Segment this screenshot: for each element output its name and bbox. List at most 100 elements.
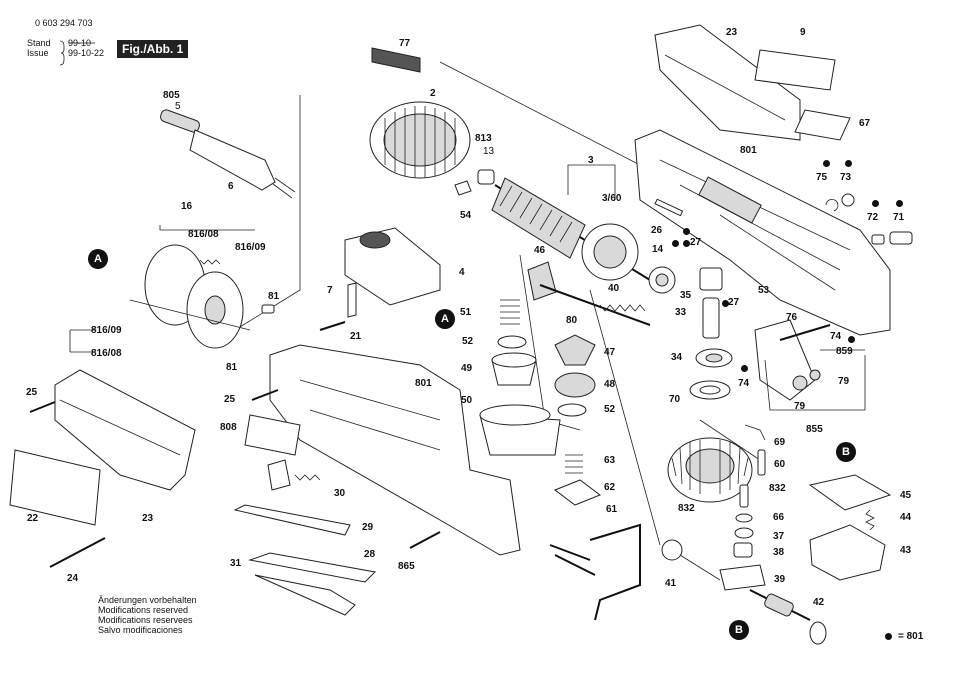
- issue-value: 99-10-22: [68, 48, 105, 58]
- part-24-screw: [49, 537, 106, 568]
- part-29-rail: [233, 504, 351, 536]
- callout-7: 7: [327, 285, 333, 296]
- callout-43: 43: [900, 545, 912, 556]
- part-16-fan-assembly: [69, 225, 255, 353]
- callout-42: 42: [813, 597, 825, 608]
- callout-61: 61: [606, 504, 618, 515]
- part-43-guide: [809, 524, 886, 581]
- callout-3: 3: [588, 155, 594, 166]
- part-47-gear: [554, 334, 596, 366]
- part-67-label: [794, 109, 851, 141]
- part-34-bearing: [695, 348, 733, 368]
- callout-13: 13: [483, 146, 495, 157]
- bracket-3: [567, 164, 616, 200]
- callout-26: 26: [651, 225, 663, 236]
- callout-801-left: 801: [415, 378, 432, 389]
- callout-4: 4: [459, 267, 465, 278]
- callout-50: 50: [461, 395, 473, 406]
- part-50-cup: [479, 404, 561, 456]
- part-81-brush: [261, 304, 275, 314]
- guide-line-1: [234, 95, 301, 331]
- part-80-spring: [599, 304, 646, 312]
- callout-66: 66: [773, 512, 785, 523]
- callout-24: 24: [67, 573, 79, 584]
- callout-23-top: 23: [726, 27, 738, 38]
- callout-21: 21: [350, 331, 362, 342]
- part-61-wire: [549, 523, 641, 621]
- part-77-block: [371, 47, 421, 73]
- callout-54: 54: [460, 210, 472, 221]
- dot-801: [823, 160, 830, 167]
- callout-52-bottom: 52: [604, 404, 616, 415]
- part-66-washer: [735, 513, 753, 523]
- guide-line-2: [439, 61, 641, 166]
- callout-33: 33: [675, 307, 687, 318]
- part-60-pin: [757, 449, 766, 476]
- callout-63: 63: [604, 455, 616, 466]
- callout-75: 75: [816, 172, 828, 183]
- guide-line-4: [589, 289, 661, 546]
- part-46-pinion: [527, 261, 651, 326]
- part-71-screw: [889, 231, 913, 245]
- marker-b-top: B: [836, 442, 856, 462]
- dot-801: [722, 300, 729, 307]
- part-4-switch: [344, 227, 441, 306]
- callout-62: 62: [604, 482, 616, 493]
- part-54-terminal: [454, 180, 472, 196]
- part-14-bearing: [648, 266, 676, 294]
- callout-76: 76: [786, 312, 798, 323]
- dot-801: [845, 160, 852, 167]
- legend-dot-icon: [885, 632, 892, 640]
- note-en: Modifications reserved: [98, 605, 189, 615]
- part-9-label: [754, 49, 836, 91]
- dot-801: [683, 240, 690, 247]
- part-23-cover: [654, 24, 801, 141]
- callout-5: 5: [175, 101, 181, 112]
- part-28-shoe-base: [254, 574, 356, 616]
- part-75-clip: [825, 199, 839, 212]
- part-44-spring: [865, 509, 875, 531]
- part-76-pin: [779, 324, 831, 341]
- note-fr: Modifications reservees: [98, 615, 193, 625]
- callout-44: 44: [900, 512, 912, 523]
- part-31-shoe: [248, 552, 377, 583]
- part-number: 0 603 294 703: [35, 18, 93, 28]
- part-51-spring: [500, 299, 520, 325]
- callout-51: 51: [460, 307, 472, 318]
- part-813-sleeve: [477, 169, 495, 185]
- part-801-housing-right: [634, 129, 891, 336]
- callout-855: 855: [806, 424, 823, 435]
- callout-81-bottom: 81: [226, 362, 238, 373]
- part-7-bracket: [347, 282, 357, 318]
- figure-label: Fig./Abb. 1: [117, 40, 189, 58]
- marker-b-bottom: B: [729, 620, 749, 640]
- note-es: Salvo modificaciones: [98, 625, 183, 635]
- callout-23-left: 23: [142, 513, 154, 524]
- callout-81-right: 81: [268, 291, 280, 302]
- part-48-gear: [554, 372, 596, 398]
- callout-79-right: 79: [838, 376, 850, 387]
- callout-2: 2: [430, 88, 436, 99]
- callout-9: 9: [800, 27, 806, 38]
- part-21-screw: [319, 321, 346, 331]
- callout-816-08-left: 816/08: [91, 348, 122, 359]
- callout-52-top: 52: [462, 336, 474, 347]
- part-52b-ring: [557, 403, 587, 417]
- part-808-label: [244, 414, 301, 456]
- callout-37: 37: [773, 531, 785, 542]
- callout-35: 35: [680, 290, 692, 301]
- callout-47: 47: [604, 347, 616, 358]
- marker-a-left: A: [88, 249, 108, 269]
- callout-71: 71: [893, 212, 905, 223]
- callout-832-right: 832: [769, 483, 786, 494]
- part-62-mount: [553, 479, 602, 506]
- callout-832-left: 832: [678, 503, 695, 514]
- legend-text: = 801: [898, 631, 924, 642]
- part-70-washer: [689, 380, 731, 400]
- callout-27-mid: 27: [728, 297, 740, 308]
- part-816-08-spring: [199, 259, 221, 265]
- part-865-screw: [409, 531, 441, 549]
- part-855-assembly: [754, 319, 866, 411]
- part-30-guide: [267, 459, 321, 491]
